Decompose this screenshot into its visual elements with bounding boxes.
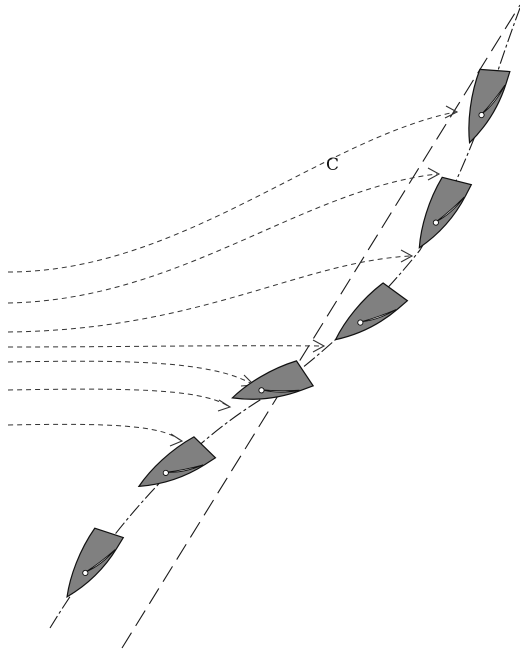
- wind-stream-6: [8, 389, 228, 406]
- reference-line: [122, 5, 520, 648]
- boat-6-shape: [465, 67, 509, 147]
- wind-streams: [8, 106, 457, 446]
- wind-stream-7: [8, 424, 180, 440]
- boats: [63, 67, 510, 608]
- wind-arrowhead-2: [428, 168, 439, 180]
- wind-stream-2: [8, 174, 437, 303]
- boat-3-shape: [230, 356, 313, 424]
- diagram-label: C: [326, 155, 339, 175]
- wind-stream-1: [8, 112, 455, 272]
- boat-5-shape: [415, 174, 471, 257]
- boat-1-shape: [63, 525, 123, 608]
- course-line: [50, 8, 520, 628]
- boat-5: [415, 174, 471, 257]
- wind-stream-4: [8, 346, 322, 347]
- boat-3: [230, 356, 313, 424]
- wind-stream-5: [8, 361, 252, 384]
- boat-1: [63, 525, 123, 608]
- boat-4: [332, 279, 407, 359]
- boat-4-shape: [332, 279, 407, 359]
- wind-arrowhead-6: [218, 400, 230, 411]
- boat-6: [465, 67, 509, 147]
